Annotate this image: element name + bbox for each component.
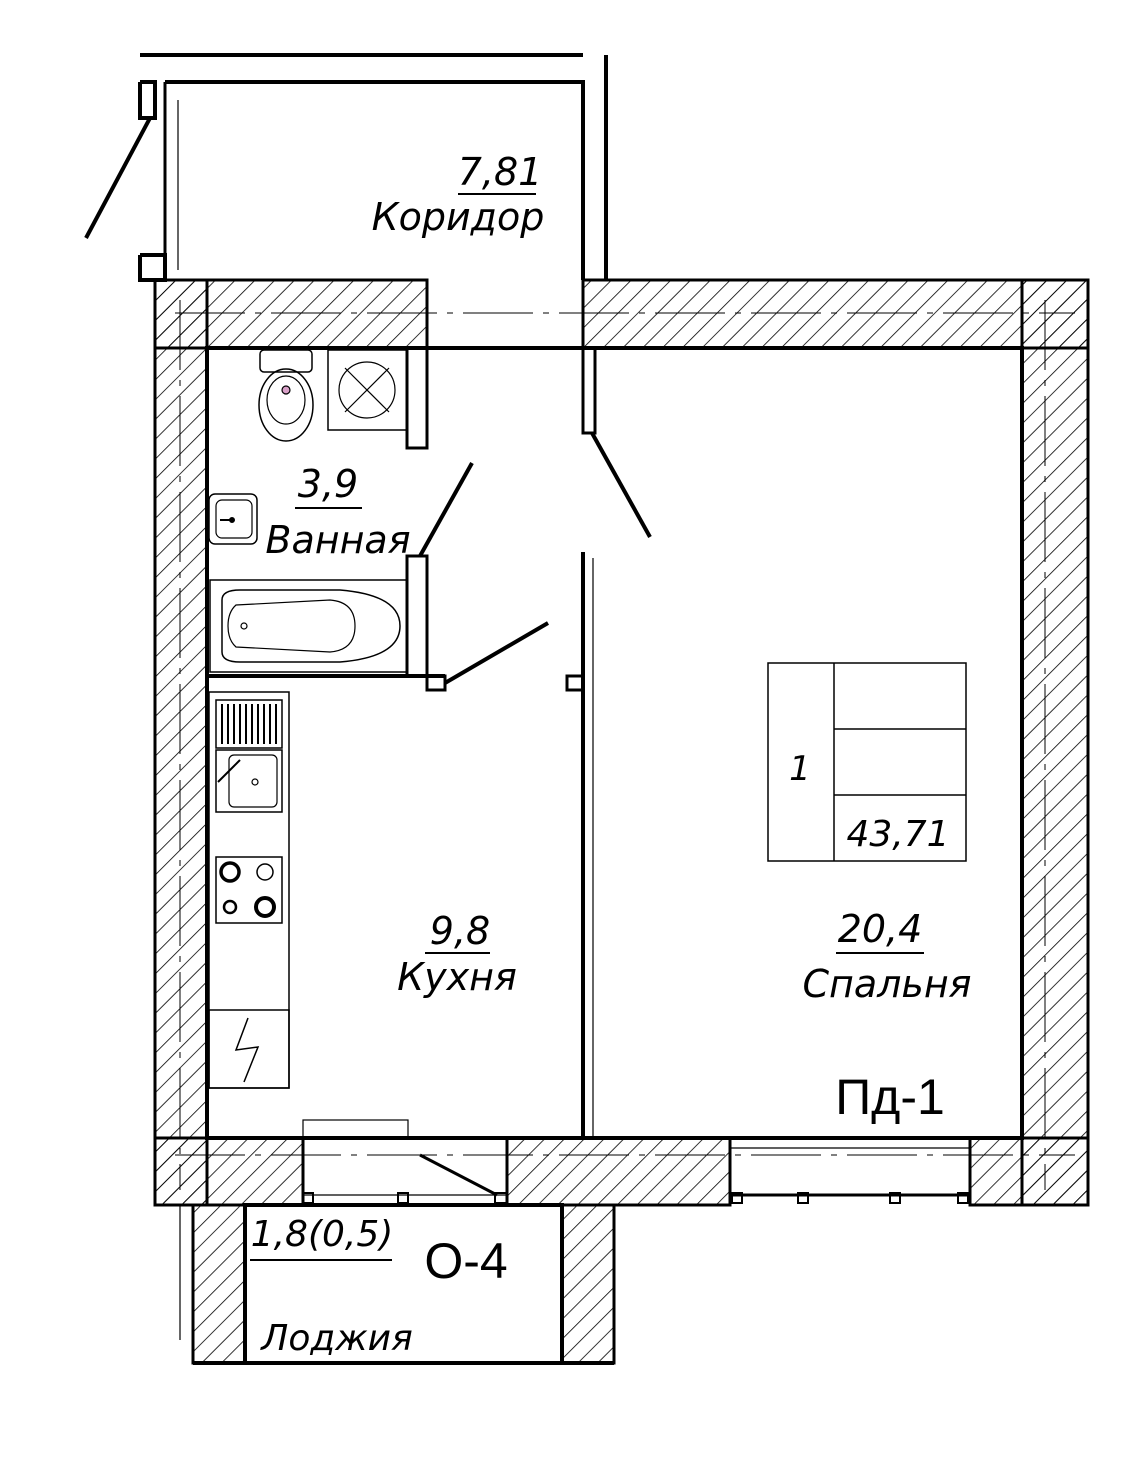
balcony-door-frame — [302, 1119, 409, 1139]
wall-left — [153, 278, 209, 1207]
kitchen-sink-icon — [215, 749, 283, 813]
structural-walls — [153, 278, 1090, 1365]
stove-icon — [215, 856, 283, 924]
bathroom-name: Ванная — [265, 518, 410, 562]
loggia-wall-right — [560, 1203, 616, 1365]
kitchen-name: Кухня — [397, 955, 517, 999]
room-kitchen: 9,8 Кухня — [397, 909, 517, 999]
bedroom-name: Спальня — [802, 962, 971, 1006]
toilet-icon — [258, 349, 314, 442]
wall-bottom-left — [153, 1136, 305, 1207]
wall-bottom-right — [968, 1136, 1090, 1207]
bathroom-door-leaf — [418, 462, 474, 557]
kitchen-counter — [208, 691, 290, 1089]
vent-shaft-icon — [327, 349, 408, 431]
room-corridor: 7,81 Коридор — [372, 150, 545, 239]
room-loggia: 1,8(0,5) Лоджия — [250, 1214, 413, 1359]
window-mark: О-4 — [424, 1233, 507, 1289]
wall-bottom-pier — [505, 1136, 732, 1207]
corridor-area: 7,81 — [458, 150, 543, 194]
wall-top-right — [581, 278, 1090, 350]
bathtub-icon — [209, 579, 408, 673]
interior-lines — [84, 53, 1075, 1365]
washbasin-icon — [208, 493, 258, 545]
electric-panel-icon — [208, 1009, 290, 1089]
door-mark: Пд-1 — [835, 1069, 945, 1125]
loggia-area: 1,8(0,5) — [251, 1214, 394, 1255]
entry-door-leaf — [84, 117, 152, 239]
bedroom-area: 20,4 — [838, 907, 923, 951]
corridor-name: Коридор — [372, 195, 545, 239]
kitchen-area: 9,8 — [430, 909, 490, 953]
fixtures — [208, 349, 408, 1089]
wall-right — [1020, 278, 1090, 1207]
bedroom-window — [729, 1137, 971, 1196]
kitchen-door-leaf — [443, 621, 550, 685]
room-bathroom: 3,9 Ванная — [265, 462, 410, 562]
bedroom-door-leaf — [590, 432, 652, 538]
loggia-wall-left — [191, 1203, 247, 1365]
apartment-total-area: 43,71 — [846, 814, 949, 855]
apartment-rooms-count: 1 — [789, 749, 811, 789]
dish-rack-icon — [215, 699, 283, 749]
loggia-name: Лоджия — [259, 1318, 412, 1359]
balcony-door-leaf — [419, 1153, 498, 1197]
apartment-tag — [767, 662, 967, 862]
bathroom-area: 3,9 — [298, 462, 358, 506]
room-bedroom: 20,4 Спальня — [802, 907, 971, 1006]
